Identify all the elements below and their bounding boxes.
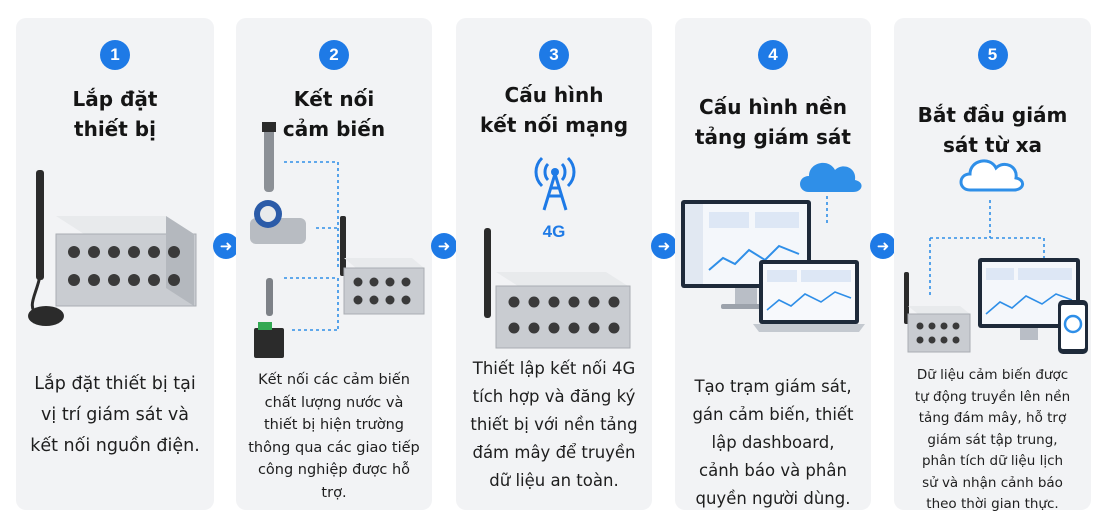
arrow-right-icon: ➜ — [870, 233, 896, 259]
step-title: Lắp đặt thiết bị — [72, 87, 158, 141]
arrow-right-icon: ➜ — [213, 233, 239, 259]
step-title: Cấu hình kết nối mạng — [479, 83, 629, 137]
step-number-badge: 1 — [100, 40, 130, 70]
remote-monitoring-illustration — [904, 200, 1088, 354]
step-description: Thiết lập kết nối 4G tích hợp và đăng ký… — [470, 359, 638, 490]
step-number-badge: 2 — [319, 40, 349, 70]
step-title: Bắt đầu giám sát từ xa — [917, 103, 1068, 157]
step-card-2: 2 Kết nối cảm biến Kết nối cá — [236, 18, 432, 510]
step-card-1: 1 Lắp đặt thiết bị Lắp đặt thiết bị tại … — [16, 18, 214, 510]
arrow-right-icon: ➜ — [431, 233, 457, 259]
step-number-badge: 5 — [977, 40, 1008, 70]
step-description: Tạo trạm giám sát, gán cảm biến, thiết l… — [692, 377, 854, 508]
step-card-3: 3 Cấu hình kết nối mạng 4G Thiết lập kết… — [456, 18, 652, 510]
step-number-badge: 3 — [539, 40, 569, 70]
sensors-illustration — [250, 122, 425, 358]
iot-gateway-illustration — [484, 228, 631, 349]
step-description: Kết nối các cảm biến chất lượng nước và … — [248, 372, 420, 501]
step-card-4: 4 Cấu hình nền tảng giám sát Tạo trạm gi… — [675, 18, 871, 510]
iot-gateway-illustration — [28, 170, 197, 326]
arrow-right-icon: ➜ — [651, 233, 677, 259]
cell-tower-icon — [534, 156, 576, 211]
step-card-5: 5 Bắt đầu giám sát từ xa Dữ liệu cảm biế… — [894, 18, 1091, 512]
step-title: Cấu hình nền tảng giám sát — [694, 95, 851, 149]
step-number-badge: 4 — [758, 40, 788, 70]
network-label: 4G — [542, 222, 566, 241]
cloud-icon — [959, 159, 1024, 192]
step-title: Kết nối cảm biến — [282, 87, 386, 141]
step-description: Lắp đặt thiết bị tại vị trí giám sát và … — [30, 374, 200, 456]
cloud-icon — [800, 162, 862, 192]
step-description: Dữ liệu cảm biến được tự động truyền lên… — [914, 367, 1071, 512]
dashboard-illustration — [681, 196, 865, 332]
